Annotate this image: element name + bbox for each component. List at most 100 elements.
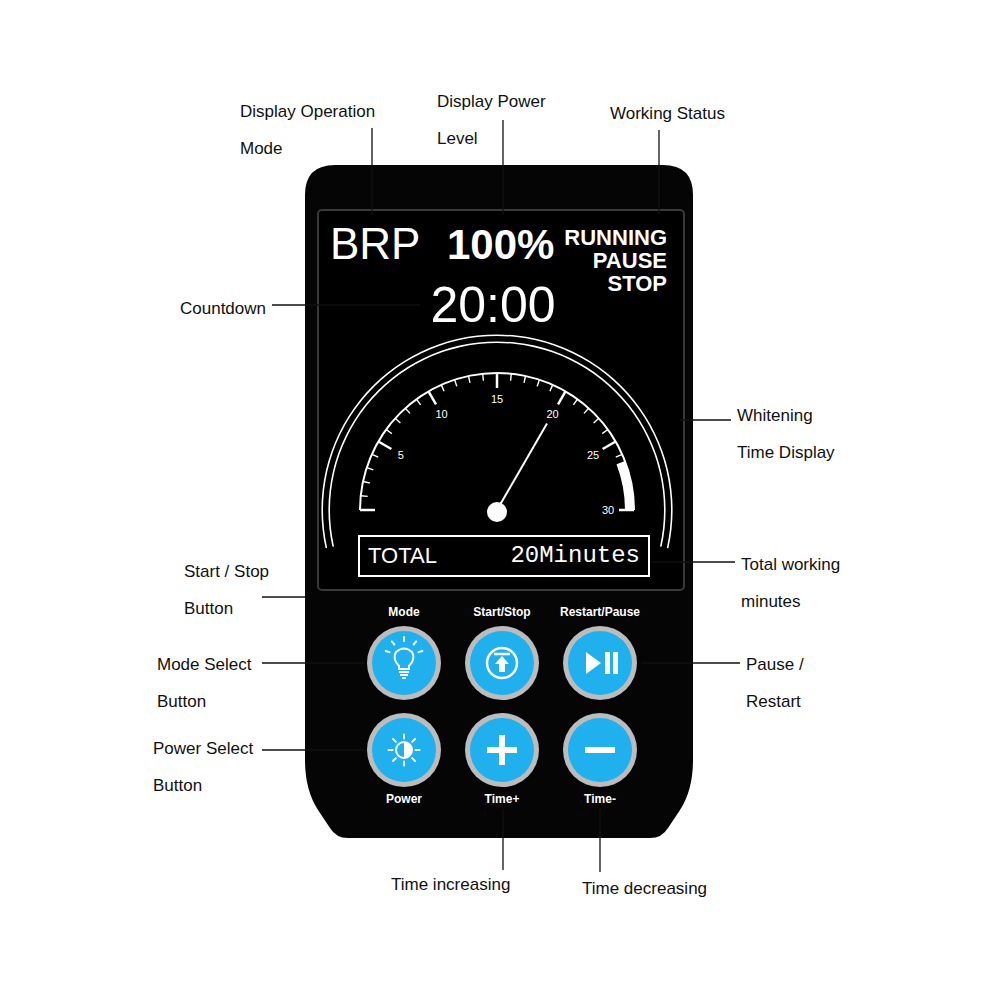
button-icon (487, 735, 517, 765)
scale-tick (573, 399, 577, 405)
scale-tick (482, 374, 484, 381)
scale-tick (386, 429, 392, 433)
scale-tick (624, 482, 631, 483)
icon-part (605, 652, 610, 674)
button-shape (561, 711, 639, 789)
display-screen (318, 210, 684, 590)
callout-label: Pause / Restart (746, 646, 836, 720)
callout-label: Total working minutes (741, 546, 861, 620)
scale-tick (603, 442, 616, 450)
icon-part (495, 656, 509, 672)
scale-tick (619, 509, 634, 512)
icon-part (412, 758, 415, 761)
scale-tick (537, 380, 539, 387)
icon-part (402, 677, 406, 679)
leader-line (262, 749, 364, 750)
button-ring (367, 713, 441, 787)
scale-tick (405, 408, 410, 413)
leader-lines (262, 120, 740, 872)
gauge (321, 334, 672, 548)
callout-label: Time increasing (391, 866, 510, 903)
button-face (372, 631, 436, 695)
callout-label: Display Power Level (437, 83, 567, 157)
power-button: Power (365, 711, 443, 789)
button-face (470, 718, 534, 782)
icon-part (386, 651, 390, 652)
button-shape (561, 624, 639, 702)
leader-line (599, 809, 600, 872)
scale-tick (510, 374, 512, 381)
button-label: Power (386, 791, 422, 807)
leader-line (502, 120, 503, 215)
scale-tick (360, 509, 375, 512)
button-ring (465, 626, 539, 700)
button-label: Time- (584, 791, 616, 807)
leader-line (502, 809, 503, 870)
scale-tick (372, 454, 378, 457)
button-ring (563, 713, 637, 787)
icon-part (416, 749, 420, 751)
button-icon (487, 648, 517, 678)
leader-line (680, 419, 731, 420)
scale-tick (602, 429, 608, 433)
button-icon (389, 735, 420, 766)
pause-restart-button: Restart/Pause (561, 624, 639, 702)
button-face (568, 631, 632, 695)
icon-part (389, 749, 393, 751)
button-icon (386, 637, 423, 678)
icon-part (399, 671, 409, 673)
button-shape (365, 624, 443, 702)
time-plus-button: Time+ (463, 711, 541, 789)
icon-part (393, 758, 396, 761)
button-icon (585, 747, 615, 753)
icon-part (393, 739, 396, 742)
scale-tick (367, 468, 374, 470)
scale-tick (416, 399, 420, 405)
scale-tick (395, 418, 400, 423)
start-stop-button: Start/Stop (463, 624, 541, 702)
scale-number: 20 (538, 406, 568, 422)
leader-line (371, 128, 372, 215)
callout-label: Mode Select Button (157, 646, 267, 720)
icon-part (403, 735, 405, 739)
mode-text: BRP (330, 222, 420, 266)
button-label: Mode (388, 604, 419, 620)
icon-part (499, 735, 505, 765)
scale-tick (378, 442, 391, 450)
button-shape (463, 711, 541, 789)
button-ring (563, 626, 637, 700)
device-housing (305, 165, 693, 838)
scale-tick (558, 391, 566, 404)
scale-tick (584, 408, 589, 413)
countdown-time: 20:00 (413, 280, 573, 330)
icon-part (487, 648, 517, 678)
icon-part (403, 637, 405, 641)
leader-line (641, 662, 740, 663)
scale-tick (361, 495, 368, 497)
needle-hub (487, 502, 507, 522)
button-icon (586, 652, 618, 674)
scale-number: 5 (386, 447, 416, 463)
scale-tick (550, 385, 553, 391)
callout-label: Power Select Button (153, 730, 263, 804)
time-minus-button: Time- (561, 711, 639, 789)
button-face (568, 718, 632, 782)
button-label: Time+ (485, 791, 520, 807)
total-label: TOTAL (368, 543, 437, 569)
scale-bar (616, 461, 634, 510)
leader-line (652, 561, 735, 562)
leader-line (272, 304, 420, 305)
leader-line (658, 130, 659, 215)
button-label: Start/Stop (473, 604, 530, 620)
icon-part (403, 762, 405, 766)
scale-tick (496, 373, 499, 388)
button-face (470, 631, 534, 695)
scale-tick (469, 376, 470, 383)
icon-part (613, 652, 618, 674)
button-ring (465, 713, 539, 787)
icon-part (586, 652, 601, 674)
icon-part (414, 641, 417, 644)
